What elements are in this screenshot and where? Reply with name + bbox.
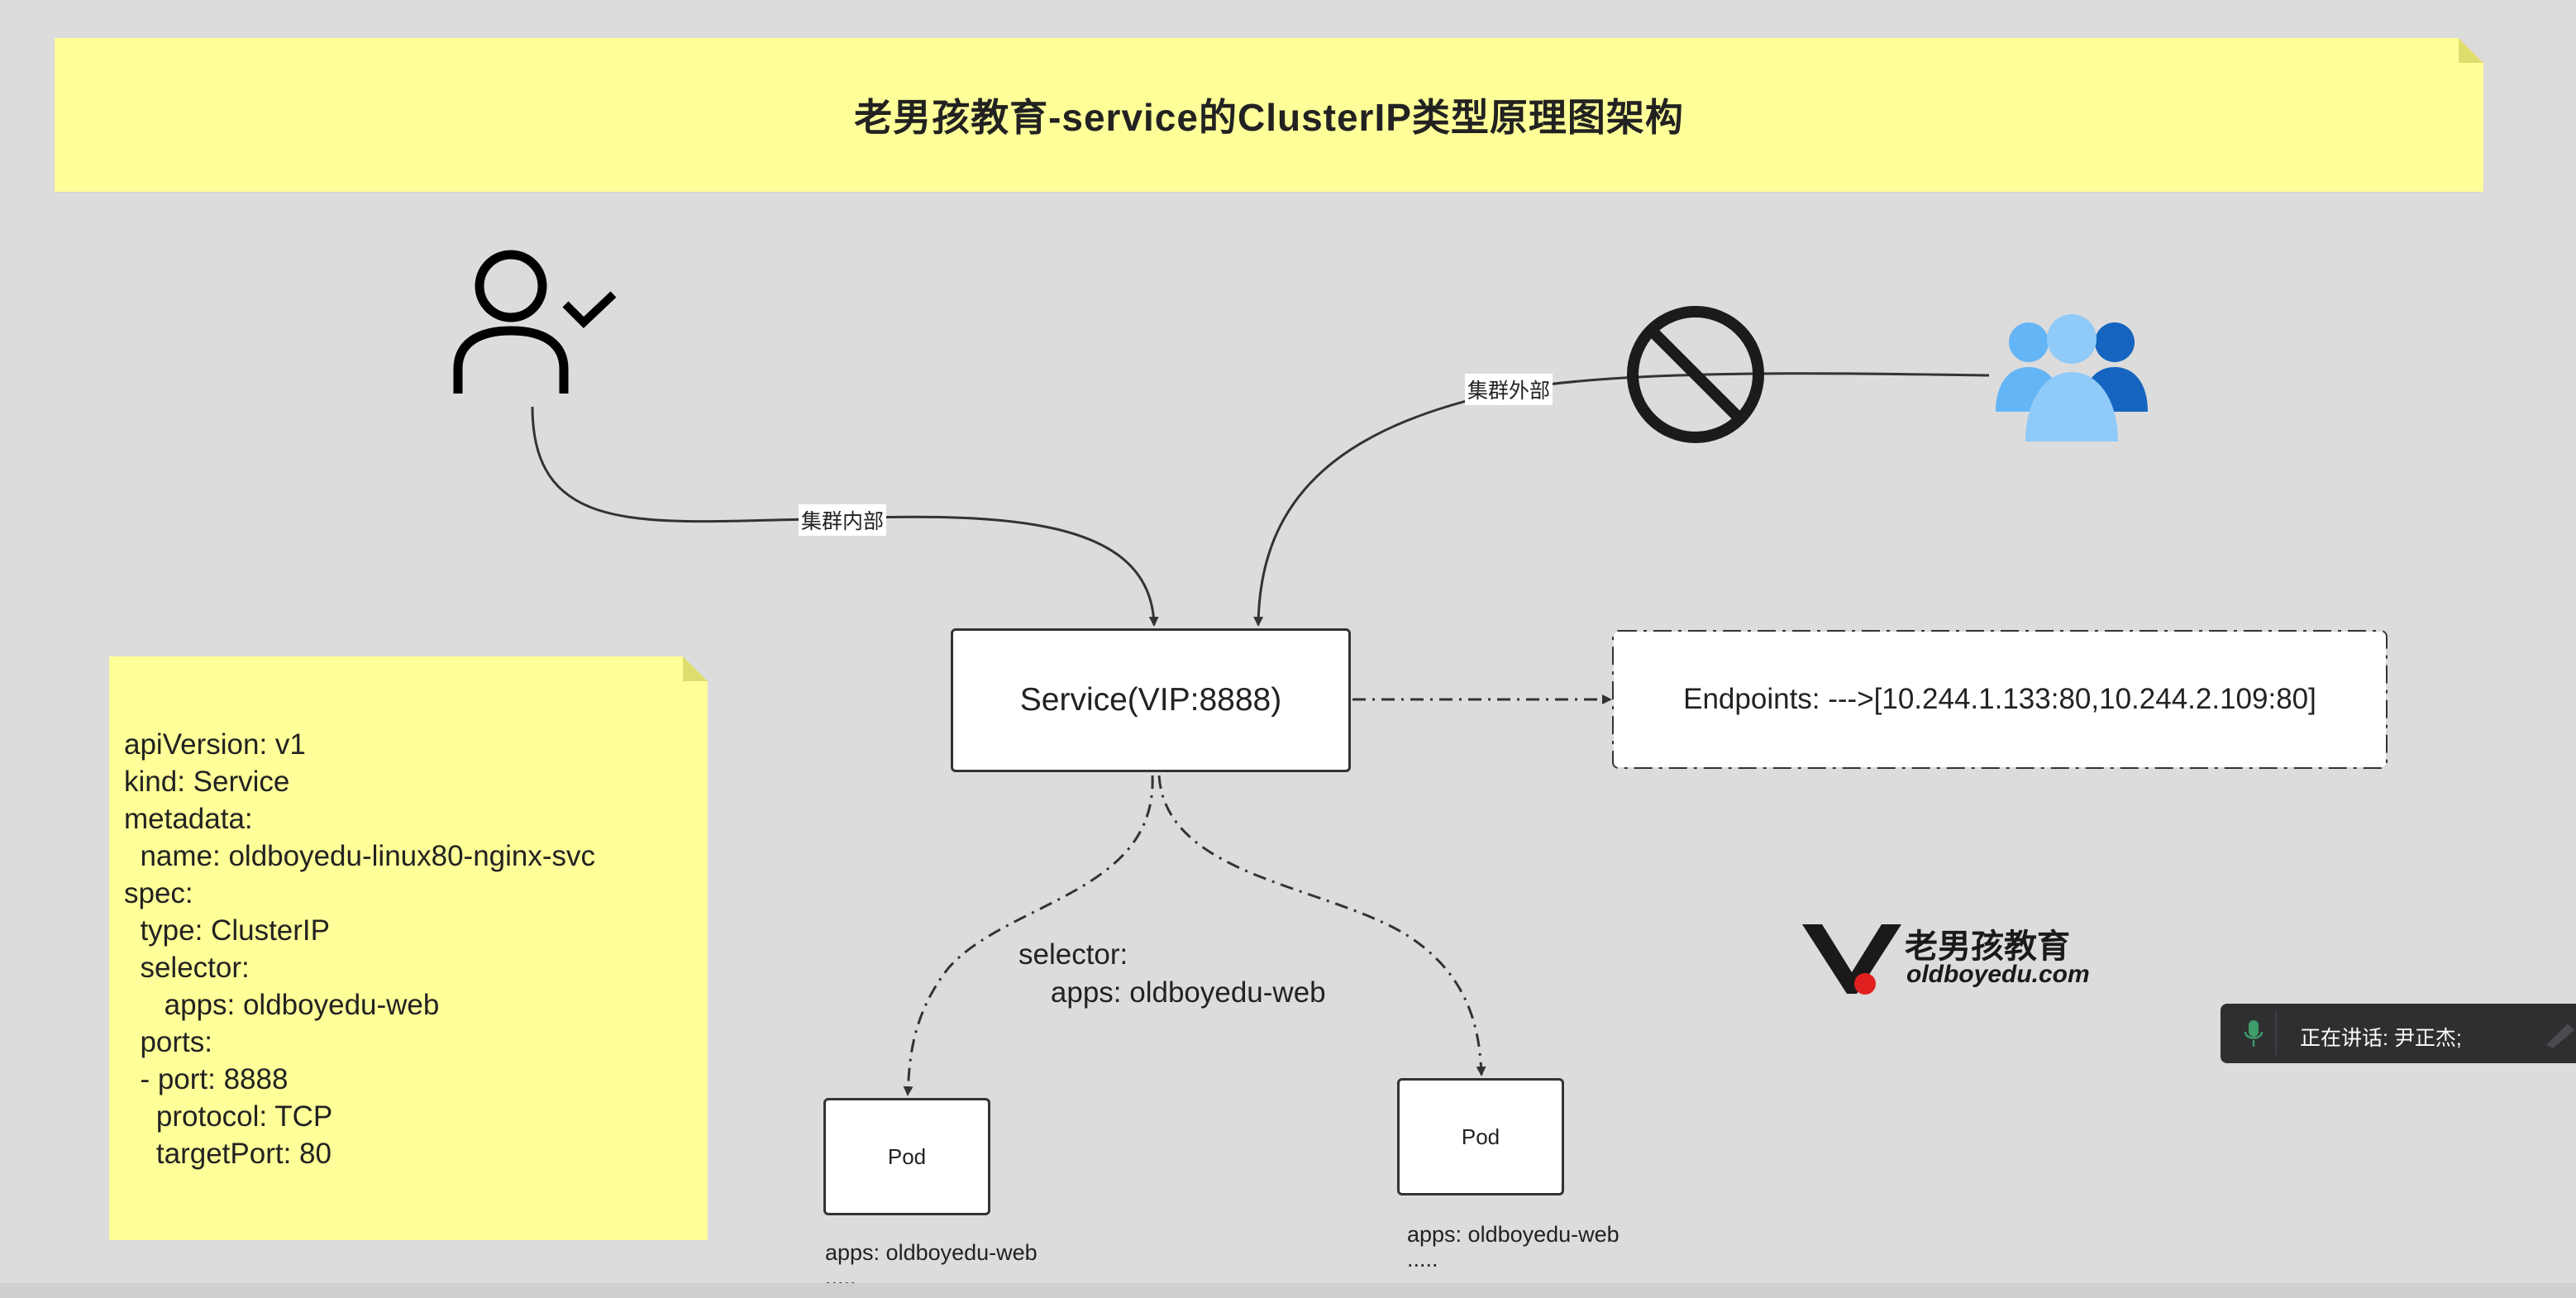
- edge-service-to-pod1: [903, 775, 1154, 1096]
- edge-service-to-pod2: [1157, 775, 1486, 1076]
- endpoints-node[interactable]: Endpoints: --->[10.244.1.133:80,10.244.2…: [1614, 632, 2386, 767]
- service-node[interactable]: Service(VIP:8888): [951, 628, 1351, 772]
- user-check-icon: [453, 250, 617, 394]
- pod2-caption: apps: oldboyedu-web .....: [1407, 1222, 1620, 1272]
- edge-label-internal: 集群内部: [799, 504, 887, 536]
- microphone-icon: [2244, 1020, 2264, 1047]
- speaking-text: 正在讲话: 尹正杰;: [2300, 1027, 2462, 1050]
- user-group-icon: [1996, 314, 2148, 441]
- note-fold: [683, 656, 708, 681]
- logo-title: 老男孩教育: [1905, 928, 2070, 965]
- pod-node-2[interactable]: Pod: [1397, 1078, 1564, 1195]
- yaml-note: apiVersion: v1 kind: Service metadata: n…: [109, 656, 708, 1240]
- pod-node-1[interactable]: Pod: [823, 1098, 990, 1215]
- bottom-scroll-strip: [0, 1283, 2576, 1298]
- prohibit-icon: [1627, 306, 1764, 443]
- logo-mark-icon: [1802, 924, 1901, 995]
- selector-label: selector: apps: oldboyedu-web: [1018, 938, 1326, 1009]
- logo: 老男孩教育 oldboyedu.com: [1802, 919, 2090, 997]
- note-fold: [2459, 38, 2483, 63]
- page-title: 老男孩教育-service的ClusterIP类型原理图架构: [854, 96, 1684, 139]
- edge-external-users-to-service: [1253, 372, 1990, 627]
- speaking-divider: [2275, 1012, 2277, 1055]
- speaking-indicator: 正在讲话: 尹正杰;: [2221, 1004, 2576, 1063]
- title-banner: 老男孩教育-service的ClusterIP类型原理图架构: [55, 38, 2483, 192]
- edge-label-external: 集群外部: [1465, 374, 1553, 405]
- pen-icon[interactable]: [2543, 1020, 2576, 1048]
- pod1-caption: apps: oldboyedu-web .....: [825, 1240, 1038, 1290]
- logo-domain: oldboyedu.com: [1906, 961, 2090, 988]
- yaml-code: apiVersion: v1 kind: Service metadata: n…: [124, 728, 596, 1170]
